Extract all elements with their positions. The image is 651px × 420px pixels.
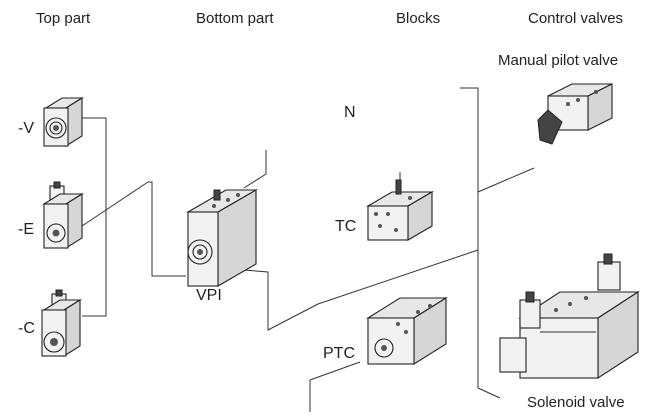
- manual-pilot-valve-component: [537, 83, 613, 145]
- label-e: -E: [18, 221, 34, 238]
- connector-top-to-vpi: [148, 181, 186, 277]
- top-part-e-component: [42, 181, 84, 249]
- connector-to-solenoid: [477, 387, 501, 399]
- top-part-v-component: [43, 97, 84, 147]
- ptc-block-component: [366, 297, 448, 365]
- label-n: N: [344, 104, 356, 121]
- label-solenoid-valve: Solenoid valve: [527, 394, 625, 411]
- top-part-c-component: [41, 289, 82, 357]
- connector-top-part-bus: [80, 117, 107, 317]
- tc-block-component: [365, 179, 435, 241]
- connector-lines: [80, 87, 535, 412]
- label-tc: TC: [335, 218, 357, 235]
- label-ptc: PTC: [323, 345, 355, 362]
- header-control-valves: Control valves: [528, 10, 624, 27]
- connector-e-branch: [81, 181, 149, 227]
- connector-blocks-bus-right: [460, 87, 479, 388]
- header-blocks: Blocks: [396, 10, 441, 27]
- vpi-component: [185, 189, 259, 287]
- connector-blocks-to-ptc: [317, 249, 479, 305]
- solenoid-valve-component: [499, 253, 640, 380]
- label-v: -V: [18, 120, 34, 137]
- connector-ptc-lower: [309, 361, 361, 381]
- label-vpi: VPI: [196, 287, 222, 304]
- label-manual-pilot-valve: Manual pilot valve: [498, 52, 619, 69]
- connector-vpi-up: [243, 150, 267, 189]
- connector-tc-to-manual: [477, 167, 535, 193]
- label-c: -C: [18, 320, 35, 337]
- header-bottom-part: Bottom part: [196, 10, 274, 27]
- header-top-part: Top part: [36, 10, 91, 27]
- connector-vpi-down: [243, 269, 319, 331]
